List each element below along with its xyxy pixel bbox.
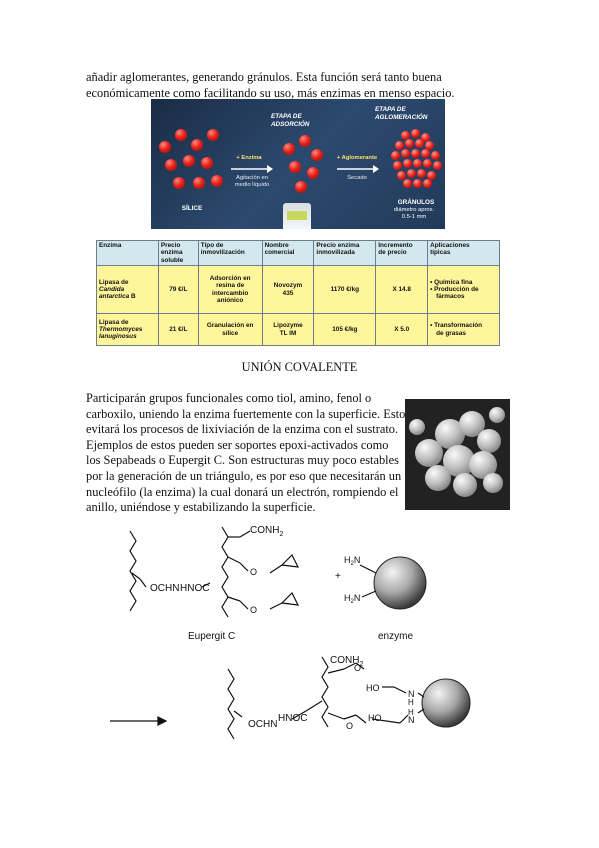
amine-label: H2N <box>344 555 360 567</box>
section-heading: UNIÓN COVALENTE <box>241 360 358 374</box>
diameter-label: diámetro aprox. 0.5-1 mm <box>393 207 435 220</box>
plus-binder-label: + Aglomerante <box>336 155 378 161</box>
ochn-label: OCHN <box>248 719 277 730</box>
soluble-price-cell: 21 €/L <box>157 313 199 347</box>
immobilized-price-cell: 105 €/kg <box>313 313 377 347</box>
silica-sphere <box>175 129 187 141</box>
hydrogen-label: H <box>408 698 414 707</box>
intro-paragraph: añadir aglomerantes, generando gránulos.… <box>86 70 486 101</box>
silica-sphere <box>211 175 223 187</box>
enzyme-sphere <box>289 161 301 173</box>
arrow-right-icon <box>337 165 379 173</box>
enzyme-sphere <box>283 143 295 155</box>
plus-enzyme-label: + Enzima <box>236 155 262 161</box>
amine-label: H2N <box>344 593 360 605</box>
paragraph-line: nucleófilo (la enzima) la cual donará un… <box>86 484 399 499</box>
product-jar-label-image <box>287 211 307 220</box>
silica-sphere <box>207 129 219 141</box>
hydrogen-label: H <box>408 708 414 717</box>
agglomeration-stage-title: ETAPA DE AGLOMERACIÓN <box>375 106 428 121</box>
paragraph-line: por la generación de un triángulo, es po… <box>86 468 402 483</box>
intro-line: económicamente como facilitando su uso, … <box>86 85 455 100</box>
enzyme-sphere <box>311 149 323 161</box>
hydroxyl-label: HO <box>366 683 380 693</box>
silica-sphere <box>165 159 177 171</box>
price-increase-cell: X 14.8 <box>375 265 429 315</box>
silica-sphere <box>173 177 185 189</box>
drying-label: Secado <box>347 175 367 181</box>
immobilized-price-cell: 1170 €/kg <box>313 265 377 315</box>
oxygen-label: O <box>354 663 361 673</box>
soluble-price-cell: 79 €/L <box>157 265 199 315</box>
enzyme-sphere <box>299 135 311 147</box>
silica-sphere <box>159 141 171 153</box>
nitrogen-label: N <box>408 689 415 699</box>
plus-sign: + <box>335 571 341 582</box>
silica-sphere <box>193 177 205 189</box>
conh2-label: CONH2 <box>250 525 283 538</box>
hnoc-label: HNOC <box>278 713 307 724</box>
intro-line: añadir aglomerantes, generando gránulos.… <box>86 70 442 84</box>
agitation-label: Agitación en medio líquido <box>234 175 270 188</box>
enzyme-cell: Lipasa de Thermomyces lanuginosus <box>96 313 159 347</box>
paragraph-line: evitará los procesos de lixiviación de l… <box>86 422 399 437</box>
oxygen-label: O <box>346 721 353 731</box>
eupergit-reaction-diagram: CONH2 OCHN HNOC O O + H2N H2N Eupergit C… <box>110 525 471 740</box>
table-row: Lipasa de Thermomyces lanuginosus 21 €/L… <box>96 313 500 347</box>
paragraph-line: Ejemplos de estos pueden ser soportes ep… <box>86 437 389 452</box>
silica-sphere <box>183 155 195 167</box>
eupergit-label: Eupergit C <box>188 631 235 642</box>
ochn-label: OCHN <box>150 583 179 594</box>
arrow-right-icon <box>231 165 273 173</box>
adsorption-stage-title: ETAPA DE ADSORCIÓN <box>271 113 310 128</box>
table-row: Lipasa de Candida antarctica B 79 €/L Ad… <box>96 265 500 315</box>
sem-microscopy-image <box>405 399 510 510</box>
silica-label: SÍLICE <box>181 205 203 212</box>
oxygen-label: O <box>250 567 257 577</box>
paragraph-line: los Sepabeads o Eupergit C. Son estructu… <box>86 453 399 468</box>
conh2-label: CONH2 <box>330 655 363 668</box>
silica-sphere <box>201 157 213 169</box>
paragraph-line: carboxilo, uniendo la enzima fuertemente… <box>86 406 406 421</box>
paragraph-line: Participarán grupos funcionales como tio… <box>86 391 372 405</box>
oxygen-label: O <box>250 605 257 615</box>
immobilization-diagram: SÍLICE + Enzima Agitación en medio líqui… <box>151 99 445 229</box>
hnoc-label: HNOC <box>180 583 209 594</box>
enzyme-sphere <box>295 181 307 193</box>
header-enzyme: Enzima <box>96 239 159 267</box>
enzyme-label: enzyme <box>378 631 413 642</box>
hydroxyl-label: HO <box>368 713 382 723</box>
granules-label: GRÁNULOS <box>397 199 435 206</box>
paragraph-line: anillo, uniéndose y estabilizando la sup… <box>86 500 316 515</box>
granule-cluster <box>391 127 443 193</box>
enzyme-sphere <box>421 678 471 728</box>
silica-sphere <box>191 139 203 151</box>
enzyme-sphere <box>307 167 319 179</box>
nitrogen-label: N <box>408 715 415 725</box>
enzyme-sphere <box>373 556 427 610</box>
covalent-paragraph: Participarán grupos funcionales como tio… <box>86 391 406 516</box>
price-increase-cell: X 5.0 <box>375 313 429 347</box>
enzyme-cell: Lipasa de Candida antarctica B <box>96 265 159 315</box>
